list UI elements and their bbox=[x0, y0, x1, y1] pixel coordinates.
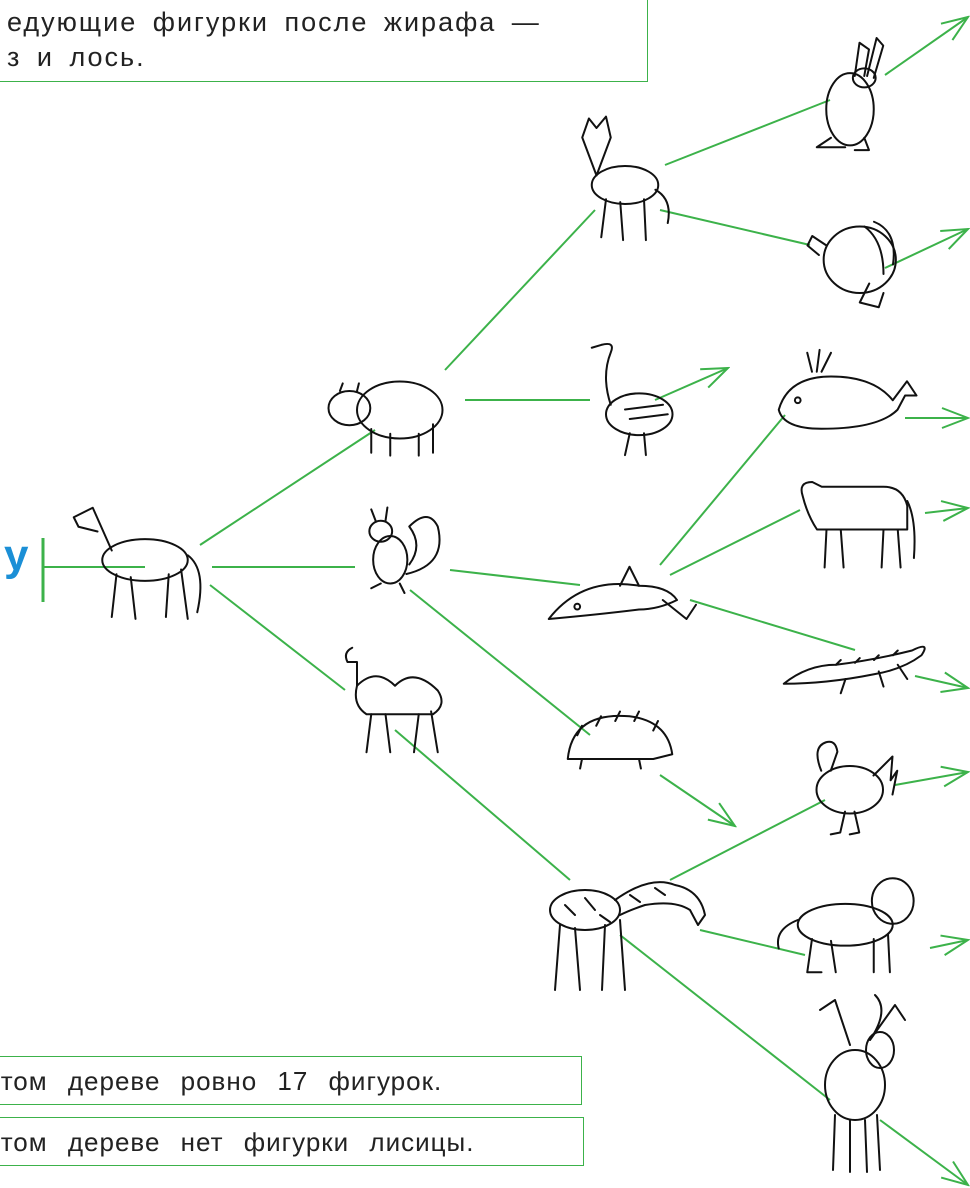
root-letter: у bbox=[4, 531, 29, 580]
open-arrow-hedgehog bbox=[659, 774, 735, 826]
open-arrow-moose bbox=[879, 1119, 968, 1185]
hare-figure bbox=[815, 36, 885, 152]
goose-figure bbox=[590, 342, 674, 457]
squirrel-figure bbox=[368, 506, 441, 595]
horse-figure bbox=[72, 506, 202, 620]
hippo-figure bbox=[327, 380, 444, 457]
statement-1: этом дереве ровно 17 фигурок. bbox=[0, 1056, 582, 1105]
edge-dolphin-crocodile bbox=[689, 599, 856, 651]
edge-wolf-turkey bbox=[659, 209, 811, 246]
edge-horse-camel bbox=[209, 584, 346, 691]
top-note: едующие фигурки после жирафа — з и лось. bbox=[0, 0, 648, 82]
open-arrow-cow bbox=[924, 508, 968, 513]
open-arrow-turkey bbox=[884, 229, 968, 269]
dolphin-figure bbox=[547, 565, 698, 620]
open-arrow-crocodile bbox=[914, 676, 968, 688]
statement-2: этом дереве нет фигурки лисицы. bbox=[0, 1117, 584, 1166]
turkey-figure bbox=[806, 220, 897, 309]
open-arrow-goose bbox=[654, 368, 728, 401]
top-note-line-1: едующие фигурки после жирафа — bbox=[7, 7, 541, 37]
edge-dolphin-whale bbox=[659, 414, 786, 566]
open-arrow-lion bbox=[929, 940, 968, 948]
edge-giraffe-lion bbox=[699, 929, 806, 956]
chicken-figure bbox=[815, 740, 899, 836]
tree-nodes bbox=[72, 36, 926, 1173]
top-note-line-2: з и лось. bbox=[7, 42, 146, 72]
cow-figure bbox=[800, 480, 916, 569]
edge-squirrel-hedgehog bbox=[409, 589, 591, 736]
tree-edges bbox=[41, 17, 968, 1185]
edge-wolf-hare bbox=[664, 99, 831, 166]
edge-dolphin-cow bbox=[669, 509, 801, 576]
edge-giraffe-chicken bbox=[669, 799, 826, 881]
edge-camel-giraffe bbox=[394, 729, 571, 881]
camel-figure bbox=[344, 646, 443, 754]
giraffe-figure bbox=[549, 881, 706, 991]
edge-giraffe-moose bbox=[619, 934, 831, 1101]
hedgehog-figure bbox=[566, 710, 674, 770]
crocodile-figure bbox=[782, 645, 926, 695]
edge-squirrel-dolphin bbox=[449, 569, 581, 586]
open-arrow-hare bbox=[884, 17, 968, 76]
open-arrow-chicken bbox=[894, 772, 968, 785]
edge-horse-hippo bbox=[199, 429, 376, 546]
edge-hippo-wolf bbox=[444, 209, 596, 371]
wolf-figure bbox=[581, 115, 670, 242]
lion-figure bbox=[777, 877, 915, 974]
whale-figure bbox=[777, 348, 918, 430]
moose-figure bbox=[819, 994, 906, 1173]
